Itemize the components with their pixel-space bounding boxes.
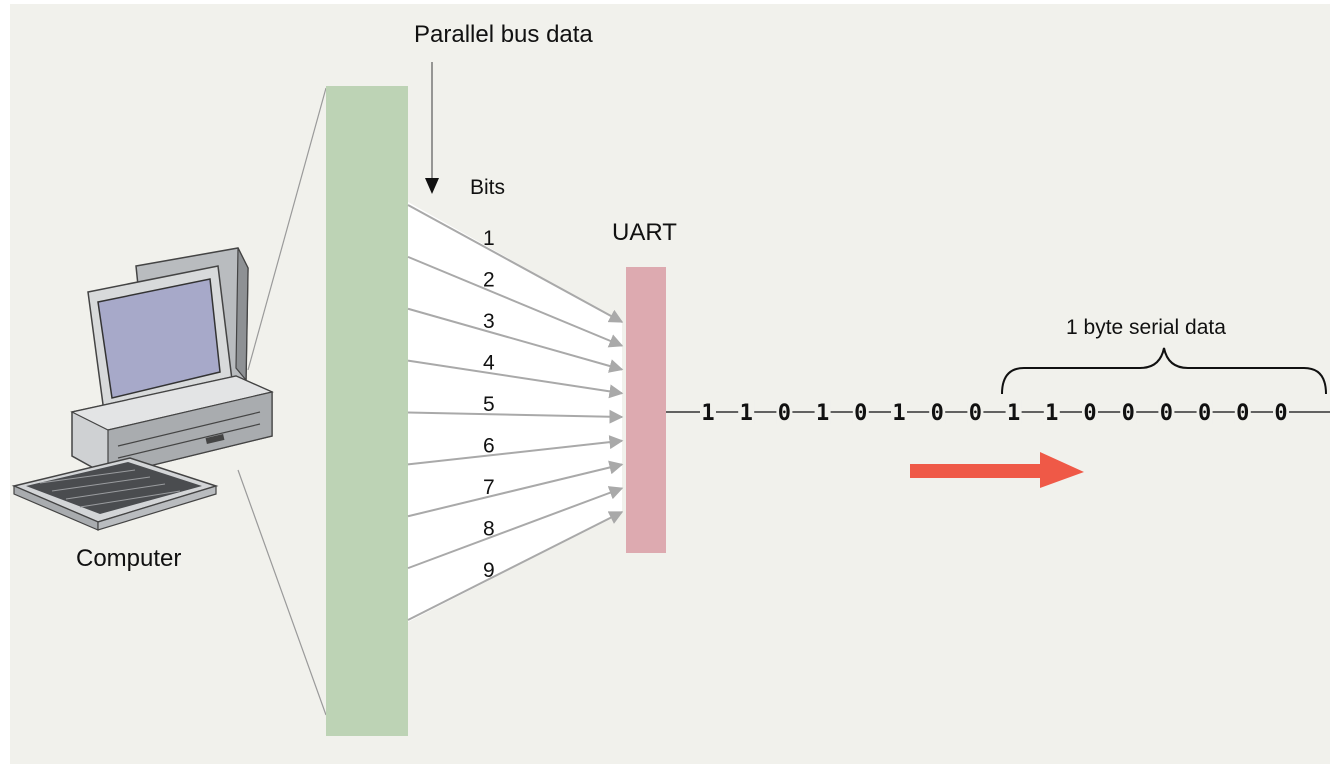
bit-arrow-5 — [407, 409, 624, 424]
bit-number-9: 9 — [483, 559, 495, 582]
serial-bit-bg — [814, 400, 831, 424]
uart-block — [626, 267, 666, 553]
direction-arrow-icon — [910, 452, 1084, 488]
serial-bit: 1 — [740, 401, 753, 426]
serial-bit: 1 — [816, 401, 829, 426]
bit-number-5: 5 — [483, 393, 495, 416]
serial-bit: 1 — [701, 401, 714, 426]
serial-bit: 0 — [1122, 401, 1135, 426]
serial-bit-bg — [1234, 400, 1251, 424]
serial-bit-bg — [929, 400, 946, 424]
bits-label: Bits — [470, 176, 505, 199]
serial-bit: 0 — [1083, 401, 1096, 426]
serial-bit-bg — [852, 400, 869, 424]
serial-byte-label: 1 byte serial data — [1066, 316, 1226, 339]
bit-arrow-9 — [407, 511, 624, 621]
serial-bit-bg — [891, 400, 907, 424]
bit-number-4: 4 — [483, 352, 495, 375]
bit-number-6: 6 — [483, 435, 495, 458]
computer-icon — [11, 247, 274, 531]
serial-bit: 0 — [1274, 401, 1287, 426]
bus-block — [326, 86, 408, 736]
serial-bit-bg — [1158, 400, 1175, 424]
serial-bit: 0 — [1236, 401, 1249, 426]
parallel-fan — [408, 202, 622, 622]
serial-bit-bg — [1196, 400, 1213, 424]
bit-arrow-3 — [407, 307, 624, 373]
uart-label: UART — [612, 219, 677, 246]
serial-bit-bg — [738, 400, 755, 424]
serial-bit-bg — [1273, 400, 1289, 424]
computer-label: Computer — [76, 545, 181, 572]
bit-arrow-1 — [407, 204, 624, 323]
serial-bit-bg — [967, 400, 984, 424]
bit-number-3: 3 — [483, 310, 495, 333]
bit-number-1: 1 — [483, 227, 495, 250]
serial-bit: 0 — [854, 401, 867, 426]
serial-bit: 0 — [931, 401, 944, 426]
serial-bit: 1 — [1045, 401, 1058, 426]
bit-number-8: 8 — [483, 518, 495, 541]
bit-arrows — [407, 204, 624, 621]
funnel-line-top — [247, 87, 327, 371]
serial-bit: 1 — [892, 401, 905, 426]
serial-bit-bg — [1120, 400, 1137, 424]
byte-brace — [1001, 347, 1327, 395]
serial-bit: 0 — [778, 401, 791, 426]
bit-numbers: 1 2 3 4 5 6 7 8 9 — [483, 227, 495, 582]
serial-bit-bg — [776, 400, 793, 424]
bit-number-7: 7 — [483, 476, 495, 499]
bit-number-2: 2 — [483, 269, 495, 292]
bit-arrow-2 — [407, 255, 624, 348]
funnel-line-bottom — [237, 469, 327, 716]
bit-arrow-8 — [407, 486, 624, 570]
bit-arrow-7 — [407, 460, 624, 518]
serial-bit-bg — [1043, 400, 1060, 424]
serial-bit: 0 — [1160, 401, 1173, 426]
serial-bit-bg — [1082, 400, 1098, 424]
parallel-bus-label: Parallel bus data — [414, 21, 593, 48]
serial-bit: 0 — [969, 401, 982, 426]
parallel-pointer-head-icon — [425, 178, 439, 194]
serial-bit: 0 — [1198, 401, 1211, 426]
serial-bit-bg — [1005, 400, 1022, 424]
bit-arrow-6 — [407, 435, 624, 466]
bit-arrow-4 — [407, 359, 624, 399]
serial-bit-bg — [700, 400, 716, 424]
serial-bit: 1 — [1007, 401, 1020, 426]
